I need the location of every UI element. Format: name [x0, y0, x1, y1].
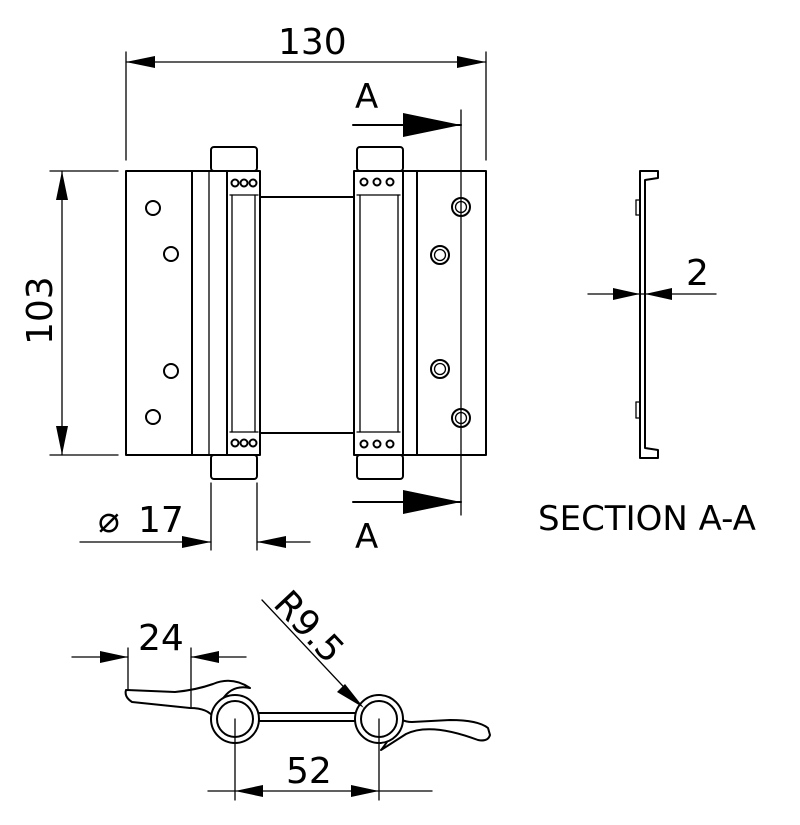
right-barrel — [353, 146, 404, 480]
right-knuckle-plate — [402, 170, 418, 456]
section-view: 2 SECTION A-A — [538, 170, 756, 539]
barrel-link — [259, 196, 356, 434]
left-leaf-holes — [145, 200, 179, 425]
height-dimension-value: 103 — [20, 276, 61, 345]
leaf-offset-value: 24 — [138, 618, 184, 659]
left-leaf-profile — [124, 679, 251, 719]
cut-label-top: A — [355, 77, 378, 117]
pin-diameter-dimension — [79, 482, 311, 551]
top-view: 24 52 R9.5 — [71, 583, 491, 801]
thickness-dimension-value: 2 — [686, 253, 709, 294]
leaf-offset-dimension — [71, 647, 247, 709]
cut-label-bottom: A — [355, 517, 378, 557]
section-caption: SECTION A-A — [538, 499, 756, 539]
width-dimension-value: 130 — [278, 22, 347, 63]
center-distance-value: 52 — [286, 751, 332, 792]
pin-diameter-value: 17 — [138, 500, 184, 541]
section-cut-line — [352, 109, 462, 516]
front-view: A A 130 103 ⌀ 17 — [20, 22, 487, 557]
diameter-symbol: ⌀ — [98, 500, 120, 541]
radius-value: R9.5 — [265, 583, 351, 671]
height-dimension — [49, 170, 119, 456]
center-distance-dimension — [207, 718, 433, 801]
left-barrel — [210, 146, 261, 480]
section-profile — [639, 170, 659, 459]
width-dimension — [125, 51, 487, 161]
left-leaf — [125, 170, 193, 456]
radius-leader — [261, 599, 364, 708]
center-link — [255, 712, 358, 722]
thickness-dimension — [587, 288, 717, 300]
right-leaf — [416, 170, 487, 456]
